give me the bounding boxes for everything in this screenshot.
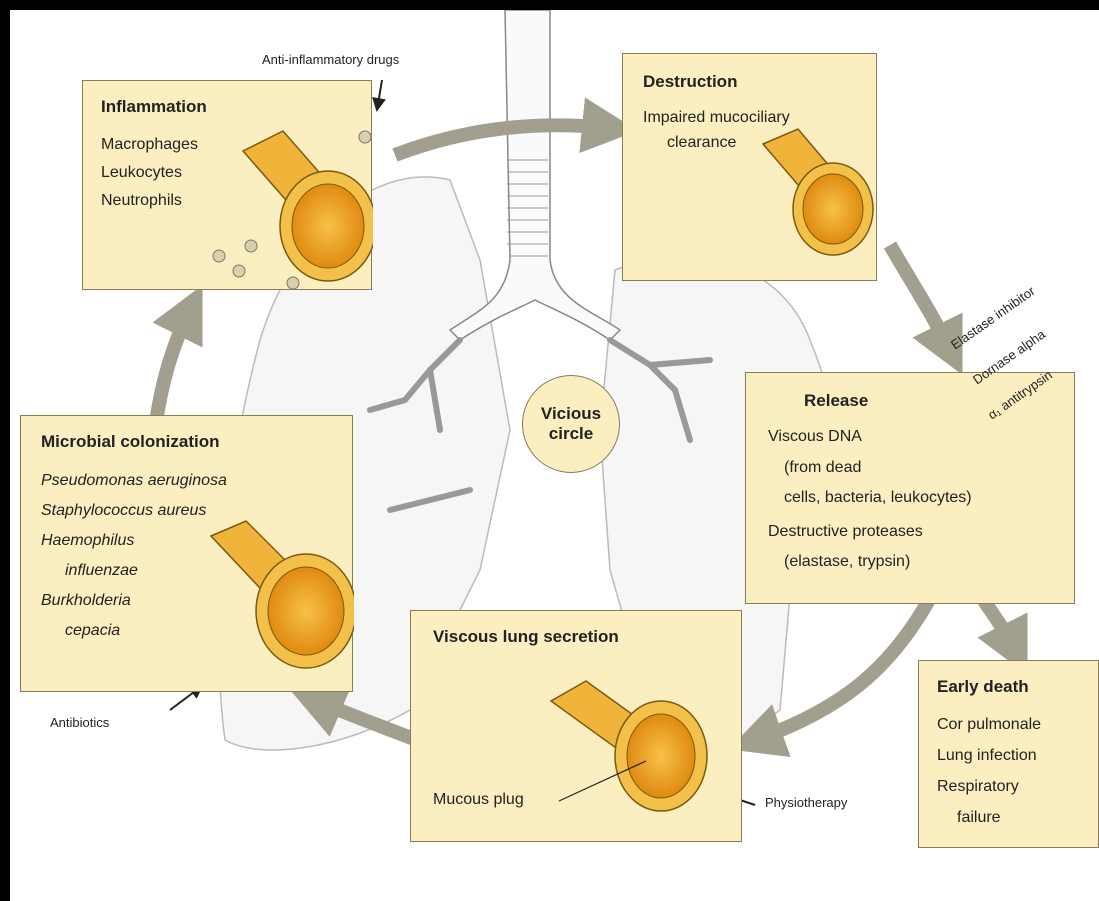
destruction-box: Destruction Impaired mucociliary clearan… bbox=[622, 53, 877, 281]
diagram-canvas: Inflammation Macrophages Leukocytes Neut… bbox=[10, 10, 1099, 901]
release-line: Viscous DNA bbox=[768, 428, 862, 446]
release-title: Release bbox=[804, 391, 868, 411]
viscous-secretion-box: Viscous lung secretion Mucous plug bbox=[410, 610, 742, 842]
airway-illustration bbox=[83, 81, 373, 291]
airway-illustration bbox=[21, 416, 354, 693]
release-line: (from dead bbox=[784, 459, 861, 477]
release-line: cells, bacteria, leukocytes) bbox=[784, 489, 972, 507]
microbial-colonization-box: Microbial colonization Pseudomonas aerug… bbox=[20, 415, 353, 692]
vicious-circle-label: Vicious circle bbox=[522, 375, 620, 473]
antibiotics-note: Antibiotics bbox=[50, 715, 109, 730]
inflammation-box: Inflammation Macrophages Leukocytes Neut… bbox=[82, 80, 372, 290]
early-death-item: Cor pulmonale bbox=[937, 716, 1041, 734]
center-line: Vicious bbox=[523, 404, 619, 424]
early-death-item: failure bbox=[957, 809, 1001, 827]
physiotherapy-note: Physiotherapy bbox=[765, 795, 847, 810]
early-death-box: Early death Cor pulmonale Lung infection… bbox=[918, 660, 1099, 848]
early-death-title: Early death bbox=[937, 677, 1029, 697]
release-line: Destructive proteases bbox=[768, 523, 923, 541]
airway-illustration bbox=[623, 54, 878, 282]
airway-illustration bbox=[411, 611, 743, 843]
anti-inflammatory-note: Anti-inflammatory drugs bbox=[262, 52, 399, 67]
release-box: Release Viscous DNA (from dead cells, ba… bbox=[745, 372, 1075, 604]
release-line: (elastase, trypsin) bbox=[784, 553, 910, 571]
center-line: circle bbox=[523, 424, 619, 444]
early-death-item: Lung infection bbox=[937, 747, 1037, 765]
early-death-item: Respiratory bbox=[937, 778, 1019, 796]
